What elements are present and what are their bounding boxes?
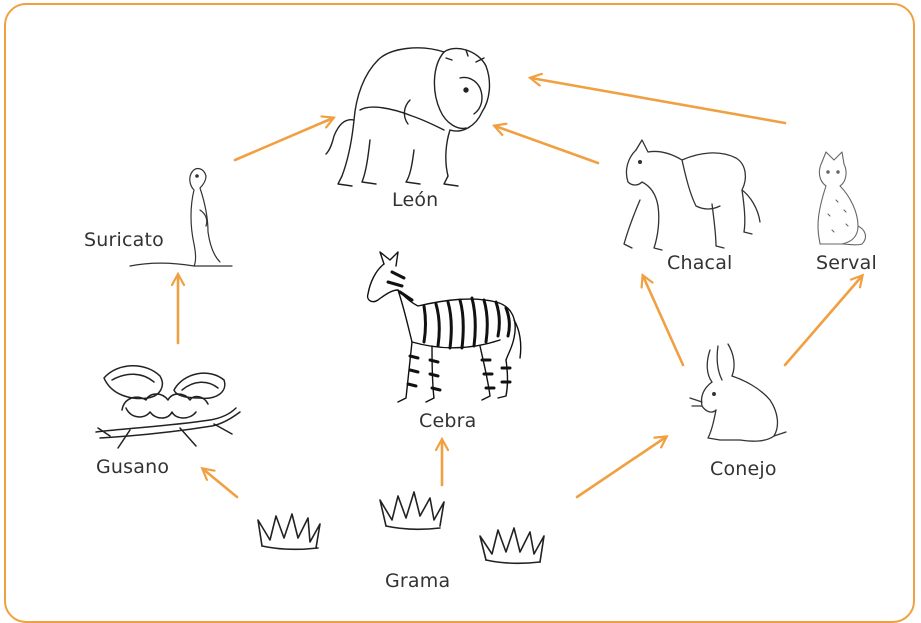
grass-icon xyxy=(258,492,544,563)
arrow-serval-leon xyxy=(531,78,785,123)
label-leon: León xyxy=(392,189,438,211)
jackal-icon xyxy=(624,140,760,250)
arrow-chacal-leon xyxy=(495,126,598,163)
label-cebra: Cebra xyxy=(419,410,476,432)
label-grama: Grama xyxy=(385,570,450,592)
arrow-conejo-serval xyxy=(785,276,862,365)
meerkat-icon xyxy=(130,169,232,266)
zebra-stripes xyxy=(388,272,510,390)
arrow-conejo-chacal xyxy=(643,276,683,365)
serval-icon xyxy=(818,152,865,245)
label-serval: Serval xyxy=(816,252,877,274)
label-chacal: Chacal xyxy=(667,252,733,274)
label-suricato: Suricato xyxy=(84,229,164,251)
caterpillar-icon xyxy=(96,366,240,448)
rabbit-icon xyxy=(690,344,786,441)
arrow-suricato-leon xyxy=(235,118,333,160)
arrow-grama-conejo xyxy=(577,437,666,497)
arrow-grama-gusano xyxy=(203,469,237,497)
label-gusano: Gusano xyxy=(96,456,169,478)
food-web-diagram xyxy=(0,0,921,602)
lion-icon xyxy=(326,48,489,186)
label-conejo: Conejo xyxy=(710,458,777,480)
